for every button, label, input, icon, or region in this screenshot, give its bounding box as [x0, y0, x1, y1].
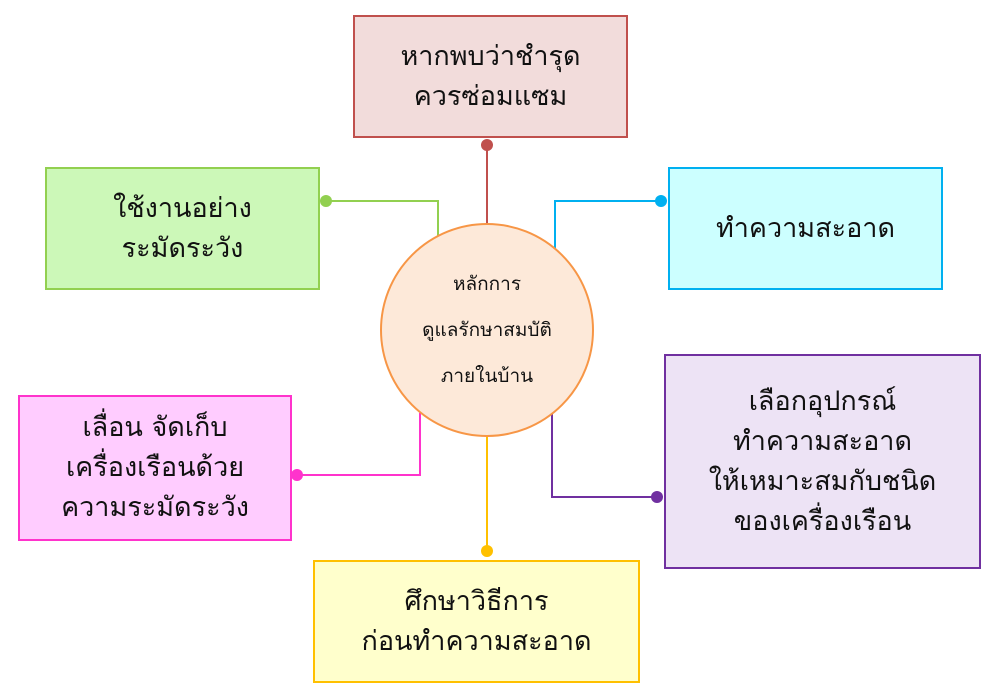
connector-bottom-right: [551, 410, 657, 498]
center-text: ภายในบ้าน: [440, 365, 534, 387]
node-text: ให้เหมาะสมกับชนิด: [708, 465, 937, 497]
dot-bottom: [481, 545, 493, 557]
node-text: ใช้งานอย่าง: [113, 192, 252, 224]
dot-left: [320, 195, 332, 207]
center-text: ดูแลรักษาสมบัติ: [422, 319, 552, 341]
connector-right: [554, 200, 661, 252]
node-choose-tools: เลือกอุปกรณ์ ทำความสะอาด ให้เหมาะสมกับชน…: [664, 354, 981, 569]
node-study-method: ศึกษาวิธีการ ก่อนทำความสะอาด: [313, 560, 640, 683]
node-text: ควรซ่อมแซม: [413, 80, 568, 112]
node-repair: หากพบว่าชำรุด ควรซ่อมแซม: [353, 15, 628, 138]
node-move-store: เลื่อน จัดเก็บ เครื่องเรือนด้วย ความระมั…: [18, 395, 292, 541]
node-text: หากพบว่าชำรุด: [400, 40, 581, 72]
center-topic: หลักการ ดูแลรักษาสมบัติ ภายในบ้าน: [380, 223, 594, 437]
center-text: หลักการ: [452, 273, 522, 295]
node-clean: ทำความสะอาด: [668, 167, 943, 290]
dot-top: [481, 139, 493, 151]
node-text: ศึกษาวิธีการ: [404, 585, 549, 617]
connector-left: [326, 200, 439, 242]
node-text: เครื่องเรือนด้วย: [65, 452, 245, 483]
connector-bottom-left: [297, 413, 421, 476]
dot-bottom-right: [651, 491, 663, 503]
node-text: ทำความสะอาด: [715, 212, 896, 244]
node-text: ระมัดระวัง: [121, 232, 244, 264]
node-text: ก่อนทำความสะอาด: [361, 625, 592, 657]
node-text: เลื่อน จัดเก็บ: [82, 412, 228, 443]
node-text: ทำความสะอาด: [732, 425, 913, 457]
dot-bottom-left: [291, 469, 303, 481]
dot-right: [655, 195, 667, 207]
node-text: ของเครื่องเรือน: [733, 505, 912, 537]
node-text: เลือกอุปกรณ์: [748, 385, 897, 417]
node-use-carefully: ใช้งานอย่าง ระมัดระวัง: [45, 167, 320, 290]
node-text: ความระมัดระวัง: [61, 492, 249, 523]
